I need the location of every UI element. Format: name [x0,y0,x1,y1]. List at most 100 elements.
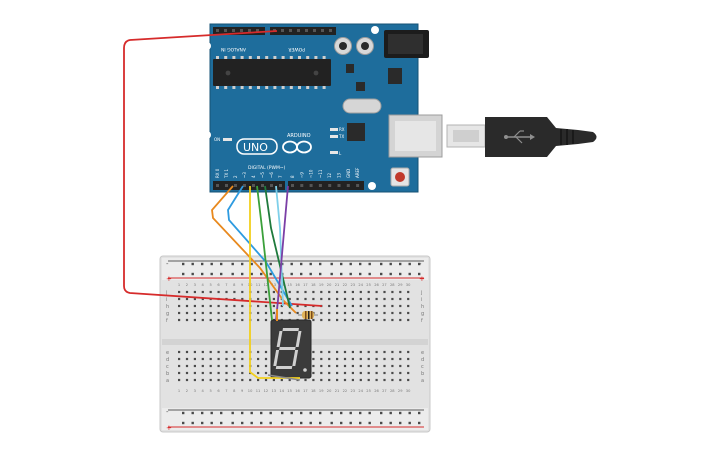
breadboard-hole [391,350,394,354]
rail-hole [319,272,322,276]
header-pin[interactable] [256,29,259,32]
digital-pin-label: ~5 [260,172,265,178]
breadboard-hole [399,304,402,308]
breadboard-hole [272,378,275,382]
header-pin[interactable] [289,29,292,32]
row-letter: d [421,357,424,363]
seven-segment-display[interactable] [270,319,312,379]
rail-hole [340,411,343,415]
wire-gray[interactable] [267,374,301,381]
breadboard-hole [391,357,394,361]
row-letter: c [166,364,169,370]
breadboard-hole [209,350,212,354]
wire-blue[interactable] [227,185,293,307]
led-l [330,151,338,154]
digital-pin[interactable] [318,184,322,187]
digital-pin[interactable] [346,184,350,187]
rail-hole [260,262,263,266]
breadboard-hole [399,364,402,368]
breadboard-hole [336,371,339,375]
resistor-band-1 [305,311,307,319]
wire-orange[interactable] [211,185,297,314]
rail-hole [191,421,194,425]
row-letter: c [421,364,424,370]
digital-header-low [213,181,285,190]
rail-hole [330,421,333,425]
column-number: 17 [303,283,308,287]
rail-hole [210,262,213,266]
header-pin[interactable] [232,29,235,32]
rail-plus-label-top-right: + [419,275,425,283]
digital-pin[interactable] [261,184,264,187]
digital-pin[interactable] [225,184,228,187]
column-number: 16 [295,283,300,287]
header-pin[interactable] [321,29,324,32]
wire-dark-green[interactable] [264,185,291,309]
header-pin[interactable] [297,29,300,32]
rail-hole [220,421,223,425]
wire-light-blue[interactable] [275,185,284,307]
digital-pin[interactable] [216,184,219,187]
header-pin[interactable] [240,29,243,32]
header-pin[interactable] [313,29,316,32]
digital-pin[interactable] [309,184,313,187]
digital-pin[interactable] [300,184,304,187]
breadboard-hole [351,311,354,315]
digital-pin[interactable] [279,184,282,187]
rail-hole [340,421,343,425]
breadboard-hole [264,290,268,294]
breadboard-hole [201,357,204,361]
wire-yellow[interactable] [249,186,300,379]
breadboard-hole [209,371,212,375]
breadboard-hole [241,311,244,315]
breadboard-hole [217,364,220,368]
digital-pin[interactable] [252,184,255,187]
wire-red[interactable] [123,30,323,307]
rail-hole [319,262,322,266]
column-number: 23 [351,389,356,393]
breadboard-hole [209,311,212,315]
column-number: 26 [374,283,379,287]
header-pin[interactable] [281,29,284,32]
breadboard-hole [312,318,315,322]
header-pin[interactable] [305,29,308,32]
column-number: 21 [335,283,340,287]
column-number: 2 [186,283,188,287]
power-header-label: POWER [288,46,305,52]
breadboard-hole [264,311,268,315]
rail-hole [368,272,371,276]
header-pin[interactable] [216,29,219,32]
chip-leg [306,56,310,59]
row-letter: g [166,311,169,317]
usb-plug-rib-2 [566,129,568,145]
breadboard-hole [225,371,228,375]
breadboard-hole [359,350,362,354]
breadboard-hole [296,311,299,315]
breadboard-hole [185,357,189,361]
reset-button[interactable] [395,172,405,182]
small-ic [346,64,354,73]
rail-hole [290,421,293,425]
digital-pin[interactable] [337,184,341,187]
digital-pin[interactable] [234,184,237,187]
header-pin[interactable] [248,29,251,32]
digital-pin[interactable] [356,184,360,187]
digital-pin[interactable] [291,184,294,187]
arduino-logo-right [296,140,312,154]
column-number: 12 [264,283,269,287]
arduino-board[interactable]: ANALOG IN POWER RX TX L ON UNO [203,23,443,193]
digital-pin[interactable] [328,184,332,187]
resistor[interactable] [298,311,318,319]
usb-cable[interactable] [446,117,597,157]
header-pin[interactable] [224,29,227,32]
breadboard-hole [336,297,339,301]
digital-pin[interactable] [270,184,273,187]
column-number: 22 [343,389,348,393]
rail-hole [399,262,402,266]
wire-green[interactable] [256,185,273,321]
breadboard-hole [233,357,236,361]
header-pin[interactable] [329,29,332,32]
chip-leg [257,56,260,59]
breadboard-hole [328,311,331,315]
digital-pin[interactable] [243,184,246,187]
